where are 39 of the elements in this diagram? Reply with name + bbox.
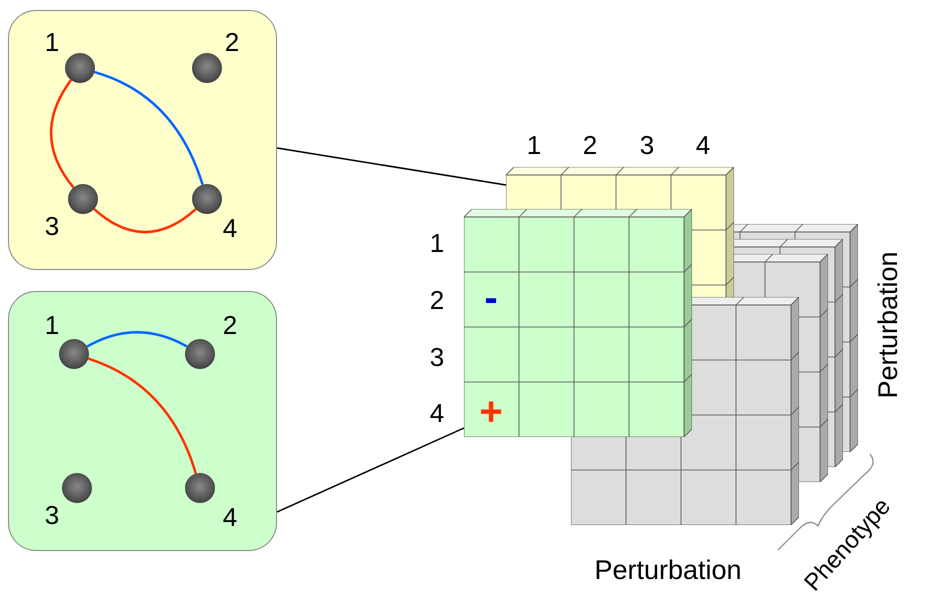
network-node bbox=[62, 473, 92, 503]
network-node bbox=[185, 339, 215, 369]
sign-mark: - bbox=[484, 278, 498, 318]
index-number: 4 bbox=[430, 400, 444, 426]
node-number: 1 bbox=[44, 29, 60, 55]
matrix-slice bbox=[506, 167, 734, 209]
node-number: 3 bbox=[44, 502, 60, 528]
interaction-line bbox=[86, 331, 188, 348]
sign-mark: + bbox=[479, 392, 503, 432]
index-number: 2 bbox=[430, 287, 444, 313]
matrix-slice bbox=[464, 209, 692, 437]
leader-line bbox=[276, 147, 506, 186]
network-node bbox=[185, 473, 215, 503]
index-number: 2 bbox=[582, 132, 598, 158]
node-number: 2 bbox=[224, 29, 240, 55]
interaction-line bbox=[94, 70, 204, 186]
network-node bbox=[192, 53, 222, 83]
axis-label: Perturbation bbox=[594, 557, 742, 583]
interaction-line bbox=[88, 357, 197, 474]
node-number: 2 bbox=[222, 312, 238, 338]
node-number: 3 bbox=[44, 213, 60, 239]
network-panel bbox=[8, 10, 277, 270]
network-node bbox=[65, 53, 95, 83]
network-node bbox=[192, 184, 222, 214]
axis-label: Perturbation bbox=[875, 251, 901, 399]
index-number: 4 bbox=[696, 132, 710, 158]
index-number: 1 bbox=[526, 132, 542, 158]
node-number: 1 bbox=[44, 312, 60, 338]
index-number: 3 bbox=[640, 132, 654, 158]
interaction-line bbox=[93, 208, 197, 234]
interaction-line bbox=[50, 79, 74, 188]
network-panel bbox=[8, 291, 277, 551]
network-node bbox=[68, 184, 98, 214]
node-number: 4 bbox=[222, 504, 238, 530]
leader-line bbox=[276, 427, 464, 513]
index-number: 3 bbox=[430, 344, 444, 370]
index-number: 1 bbox=[430, 230, 444, 256]
node-number: 4 bbox=[222, 215, 238, 241]
network-node bbox=[59, 339, 89, 369]
